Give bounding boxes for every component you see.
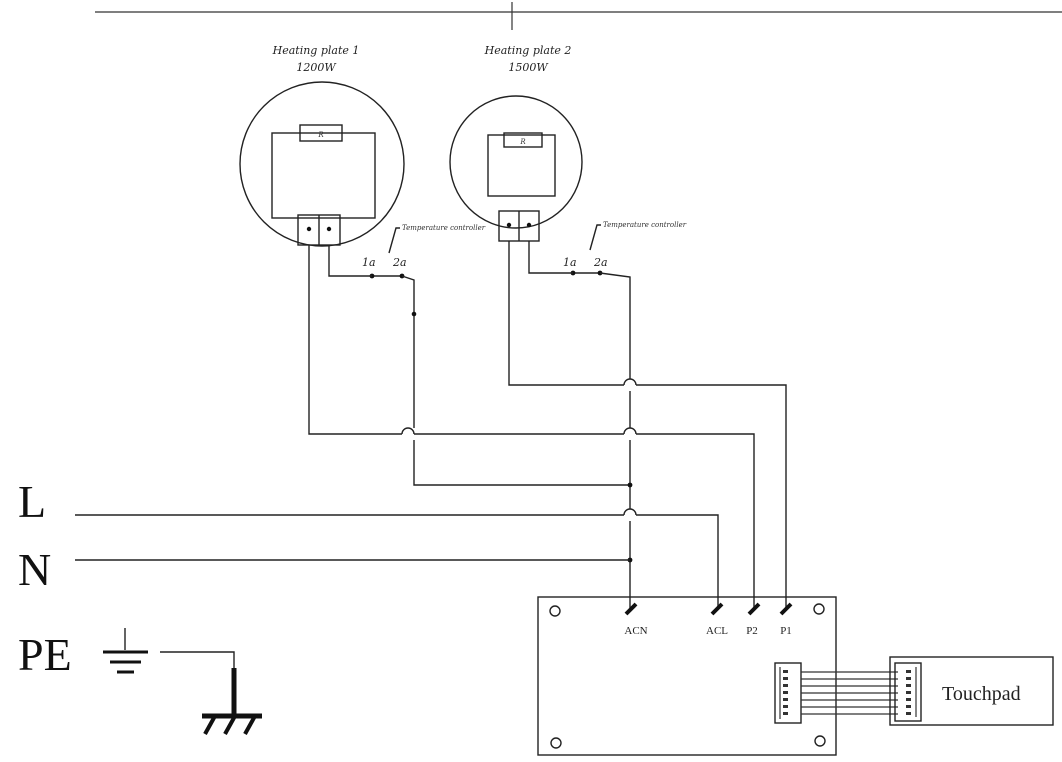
wiring	[75, 241, 787, 608]
plate-2-power: 1500W	[508, 61, 549, 74]
plate-2-resistor	[503, 132, 543, 148]
controller-1-terminal-2a: 2a	[392, 256, 407, 269]
plate-2-circle	[449, 95, 583, 229]
temperature-controller-2: Temperature controller 1a 2a	[563, 221, 687, 276]
top-border	[95, 2, 1062, 30]
terminal-p1: P1	[780, 625, 792, 637]
controller-1-label: Temperature controller	[402, 224, 486, 232]
control-board: ACN ACL P2 P1	[537, 596, 837, 756]
controller-2-label: Temperature controller	[603, 221, 687, 229]
ground-icon	[103, 628, 148, 674]
temperature-controller-1: Temperature controller 1a 2a	[362, 224, 486, 279]
controller-2-terminal-1a: 1a	[563, 256, 577, 269]
chassis-ground-icon	[160, 651, 262, 735]
heating-plate-1: Heating plate 1 1200W R	[239, 44, 405, 247]
plate-1-element-loop	[271, 132, 376, 219]
mains-labels: L N PE	[18, 476, 72, 680]
ribbon-cable	[801, 671, 898, 715]
board-outline	[537, 596, 837, 756]
controller-2-terminal-2a: 2a	[593, 256, 608, 269]
plate-1-name: Heating plate 1	[272, 44, 360, 57]
terminal-acn: ACN	[624, 625, 647, 637]
heating-plate-2: Heating plate 2 1500W R	[449, 44, 583, 242]
plate-2-resistor-label: R	[519, 138, 526, 146]
touchpad: Touchpad	[889, 656, 1054, 726]
plate-1-resistor-label: R	[317, 131, 324, 139]
plate-1-resistor	[299, 124, 343, 142]
plate-1-circle	[239, 81, 405, 247]
controller-1-terminal-1a: 1a	[362, 256, 376, 269]
terminal-p2: P2	[746, 625, 758, 637]
touchpad-connector	[894, 662, 922, 722]
touchpad-label: Touchpad	[942, 683, 1021, 705]
plate-2-element-loop	[487, 134, 556, 197]
plate-1-power: 1200W	[296, 61, 337, 74]
neutral-label: N	[18, 544, 51, 595]
touchpad-outline	[889, 656, 1054, 726]
live-label: L	[18, 476, 46, 527]
terminal-acl: ACL	[706, 625, 728, 637]
earth-label: PE	[18, 629, 72, 680]
plate-2-name: Heating plate 2	[484, 44, 572, 57]
